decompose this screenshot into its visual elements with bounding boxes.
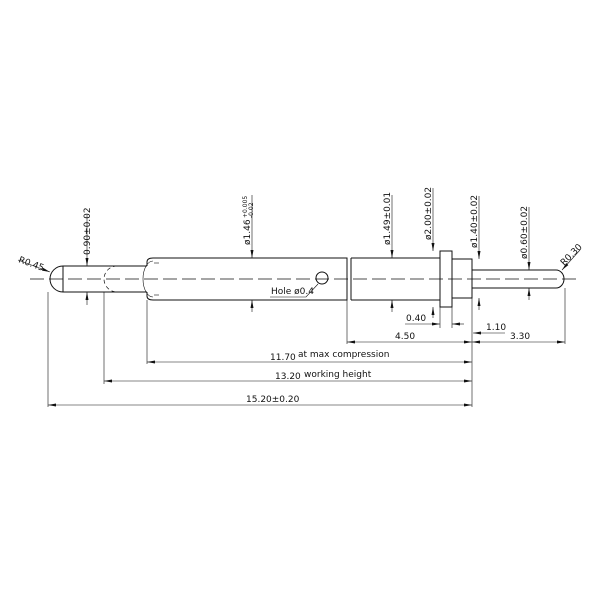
hidden-dome: [103, 265, 118, 293]
dim-collar: 1.10: [486, 323, 506, 333]
dim-compression: 11.70: [270, 353, 296, 363]
dia-flange-label: ø2.00±0.02: [424, 187, 434, 240]
dim-flange-width: 0.40: [406, 314, 426, 324]
dia-barrel-tol-lower: -0.02: [248, 202, 255, 218]
radius-left-label: R0.45: [17, 255, 45, 273]
dim-total: 15.20±0.20: [246, 395, 300, 405]
diameter-leaders: [85, 188, 531, 318]
hole-leader: [270, 283, 319, 298]
dim-compression-note: at max compression: [298, 350, 389, 360]
dia-body-label: ø1.49±0.01: [383, 192, 393, 245]
dia-barrel-label: ø1.46: [243, 219, 253, 245]
dia-collar-label: ø1.40±0.02: [470, 195, 480, 248]
hole-circle: [315, 271, 329, 285]
pin-outline: [49, 250, 565, 308]
dim-working-note: working height: [304, 370, 372, 380]
hole-label: Hole ø0.4: [271, 287, 314, 297]
extension-lines: [47, 288, 566, 407]
dimension-lines: [48, 322, 565, 407]
dim-working: 13.20: [275, 372, 301, 382]
dia-barrel-tol-upper: +0.005: [242, 196, 249, 218]
tip-dome: [49, 265, 64, 293]
collar: [451, 258, 473, 299]
dia-tip-label: 0.90±0.02: [83, 207, 93, 255]
dia-plunger-label: ø0.60±0.02: [520, 206, 530, 259]
plunger: [472, 269, 565, 289]
dim-body: 4.50: [395, 332, 415, 342]
radius-right-label: R0.30: [559, 242, 585, 268]
dim-plunger: 3.30: [510, 332, 530, 342]
